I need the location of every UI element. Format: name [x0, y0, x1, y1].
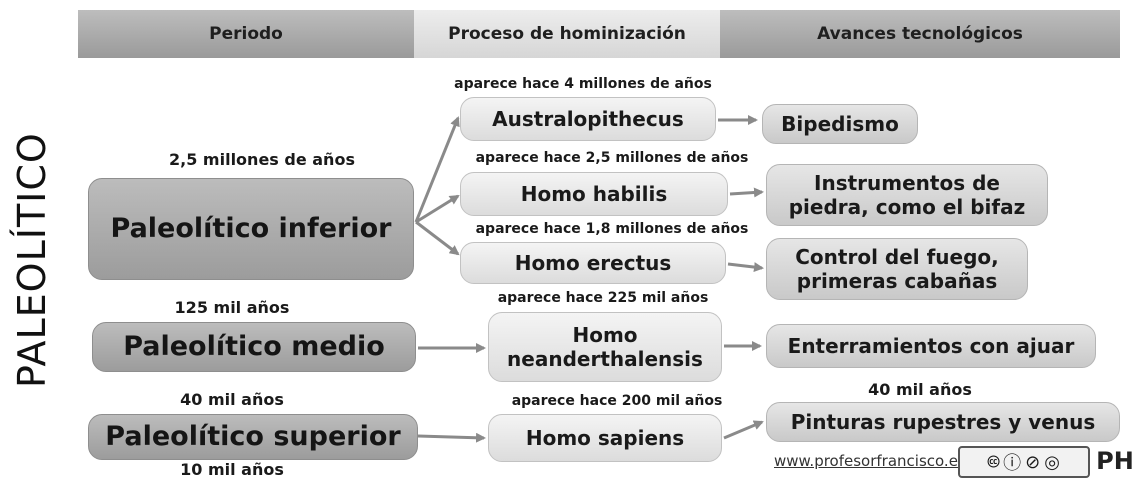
period-medio: Paleolítico medio [92, 322, 416, 372]
caption-sapiens: aparece hace 200 mil años [511, 393, 723, 409]
arrow-sapiens-pinturas [723, 420, 764, 440]
tech-instrumentos: Instrumentos de piedra, como el bifaz [766, 164, 1048, 226]
hominid-habilis: Homo habilis [460, 172, 728, 216]
tech-pinturas: Pinturas rupestres y venus [766, 402, 1120, 442]
tech-enterramientos: Enterramientos con ajuar [766, 324, 1096, 368]
neanderthal-line1: Homo [572, 323, 638, 347]
hominid-erectus: Homo erectus [460, 242, 726, 284]
instrumentos-line1: Instrumentos de [814, 171, 1000, 195]
date-inferior: 2,5 millones de años [169, 150, 355, 169]
tech-bipedismo: Bipedismo [762, 104, 918, 144]
caption-neanderthal: aparece hace 225 mil años [497, 290, 709, 306]
tech-fuego: Control del fuego, primeras cabañas [766, 238, 1028, 300]
period-inferior: Paleolítico inferior [88, 178, 414, 280]
date-superior-top: 40 mil años [180, 390, 284, 409]
caption-habilis: aparece hace 2,5 millones de años [475, 150, 749, 166]
arrow-inferior-erectus [415, 220, 460, 256]
hominid-sapiens: Homo sapiens [488, 414, 722, 462]
cc-license-badge: 🅭 ⓘ ⊘ ◎ [958, 446, 1090, 478]
period-superior: Paleolítico superior [88, 414, 418, 460]
date-superior-bottom: 10 mil años [180, 460, 284, 479]
sa-icon: ◎ [1044, 451, 1060, 473]
fuego-line1: Control del fuego, [795, 245, 999, 269]
nc-icon: ⊘ [1025, 451, 1041, 473]
hominid-neanderthal: Homo neanderthalensis [488, 312, 722, 382]
arrow-erectus-fuego [727, 262, 764, 273]
date-medio: 125 mil años [174, 298, 290, 317]
fuego-line2: primeras cabañas [796, 269, 998, 293]
header-periodo: Periodo [78, 10, 414, 58]
neanderthal-line2: neanderthalensis [507, 347, 703, 371]
hominid-australopithecus: Australopithecus [460, 97, 716, 141]
cc-icon: 🅭 [988, 451, 1000, 473]
arrow-inferior-australopithecus [414, 116, 460, 223]
footer-url-link[interactable]: www.profesorfrancisco.es [774, 452, 966, 470]
date-pinturas: 40 mil años [868, 380, 972, 399]
arrow-habilis-instrumentos [729, 187, 764, 198]
header-avances: Avances tecnológicos [720, 10, 1120, 58]
ph-logo: PH [1096, 447, 1134, 475]
caption-australopithecus: aparece hace 4 millones de años [454, 76, 712, 92]
header-hominizacion: Proceso de hominización [414, 10, 720, 58]
arrow-inferior-habilis [415, 194, 460, 224]
by-icon: ⓘ [1003, 453, 1022, 474]
instrumentos-line2: piedra, como el bifaz [788, 195, 1026, 219]
caption-erectus: aparece hace 1,8 millones de años [475, 221, 749, 237]
arrow-superior-sapiens [417, 432, 486, 443]
